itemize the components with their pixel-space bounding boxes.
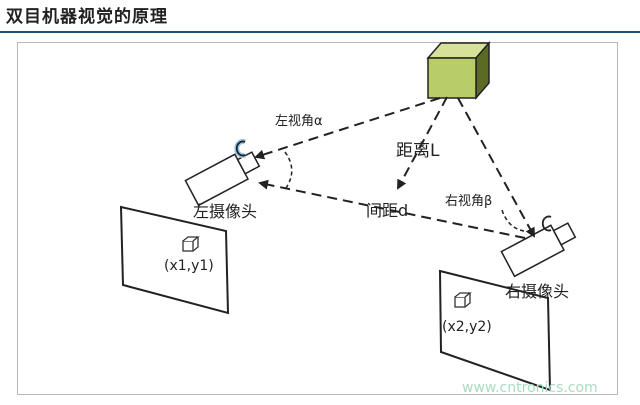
right-camera-lens-icon [541,215,552,232]
left-angle-arc [284,151,293,189]
left-image-coordinate: (x1,y1) [164,258,214,274]
right-camera-label: 右摄像头 [505,282,570,301]
right-angle-label: 右视角β [445,194,493,209]
baseline-ray [258,179,526,239]
page-title: 双目机器视觉的原理 [6,7,168,27]
spacing-label: 间距d [366,201,409,220]
distance-arrow [397,96,448,190]
left-camera-label: 左摄像头 [193,202,258,221]
left-camera [184,151,261,207]
right-view-ray [457,97,535,238]
left-image-plane [119,205,230,315]
header-rule [0,31,640,33]
target-object-cube [426,40,491,101]
right-object-image-icon [454,292,472,308]
watermark: www.cntronics.com [462,380,598,396]
right-angle-arc [501,209,525,232]
right-camera [500,222,577,278]
left-view-ray [254,97,441,160]
left-object-image-icon [182,236,200,252]
left-angle-label: 左视角α [275,114,323,129]
diagram-frame [17,42,618,395]
right-image-coordinate: (x2,y2) [442,319,492,335]
distance-label: 距离L [396,141,440,161]
